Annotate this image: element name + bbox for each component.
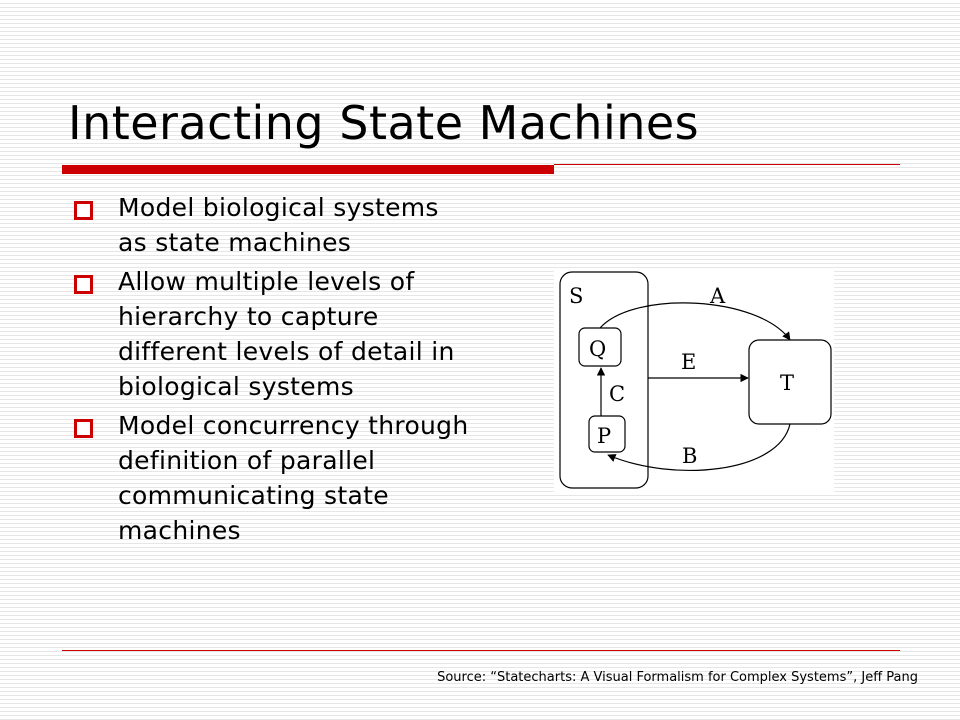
state-q-label: Q [589, 337, 606, 361]
bullet-item: Model concurrency through definition of … [74, 408, 474, 548]
transition-c-label: C [609, 382, 625, 406]
source-citation: Source: “Statecharts: A Visual Formalism… [437, 670, 918, 685]
transition-a-label: A [709, 284, 726, 308]
transition-a-arrow [599, 302, 791, 341]
slide-title: Interacting State Machines [68, 96, 700, 150]
bullet-text: Allow multiple levels of hierarchy to ca… [118, 267, 455, 401]
title-underline-accent [62, 165, 554, 174]
state-t-label: T [780, 371, 794, 395]
transition-e-label: E [681, 350, 696, 374]
statechart-diagram: S Q P T A E C B [554, 268, 834, 492]
bullet-text: Model biological systems as state machin… [118, 193, 439, 257]
state-s-label: S [569, 284, 583, 308]
square-bullet-icon [74, 201, 93, 220]
state-p-box [588, 415, 626, 453]
square-bullet-icon [74, 419, 93, 438]
state-p-label: P [597, 424, 611, 448]
title-underline-thin [554, 164, 900, 165]
bullet-list: Model biological systems as state machin… [74, 190, 474, 552]
footer-rule [62, 650, 900, 651]
transition-b-arrow [607, 423, 791, 472]
bullet-text: Model concurrency through definition of … [118, 411, 469, 545]
state-s-box [559, 271, 649, 489]
bullet-item: Model biological systems as state machin… [74, 190, 474, 260]
bullet-item: Allow multiple levels of hierarchy to ca… [74, 264, 474, 404]
square-bullet-icon [74, 275, 93, 294]
transition-b-label: B [682, 444, 697, 468]
